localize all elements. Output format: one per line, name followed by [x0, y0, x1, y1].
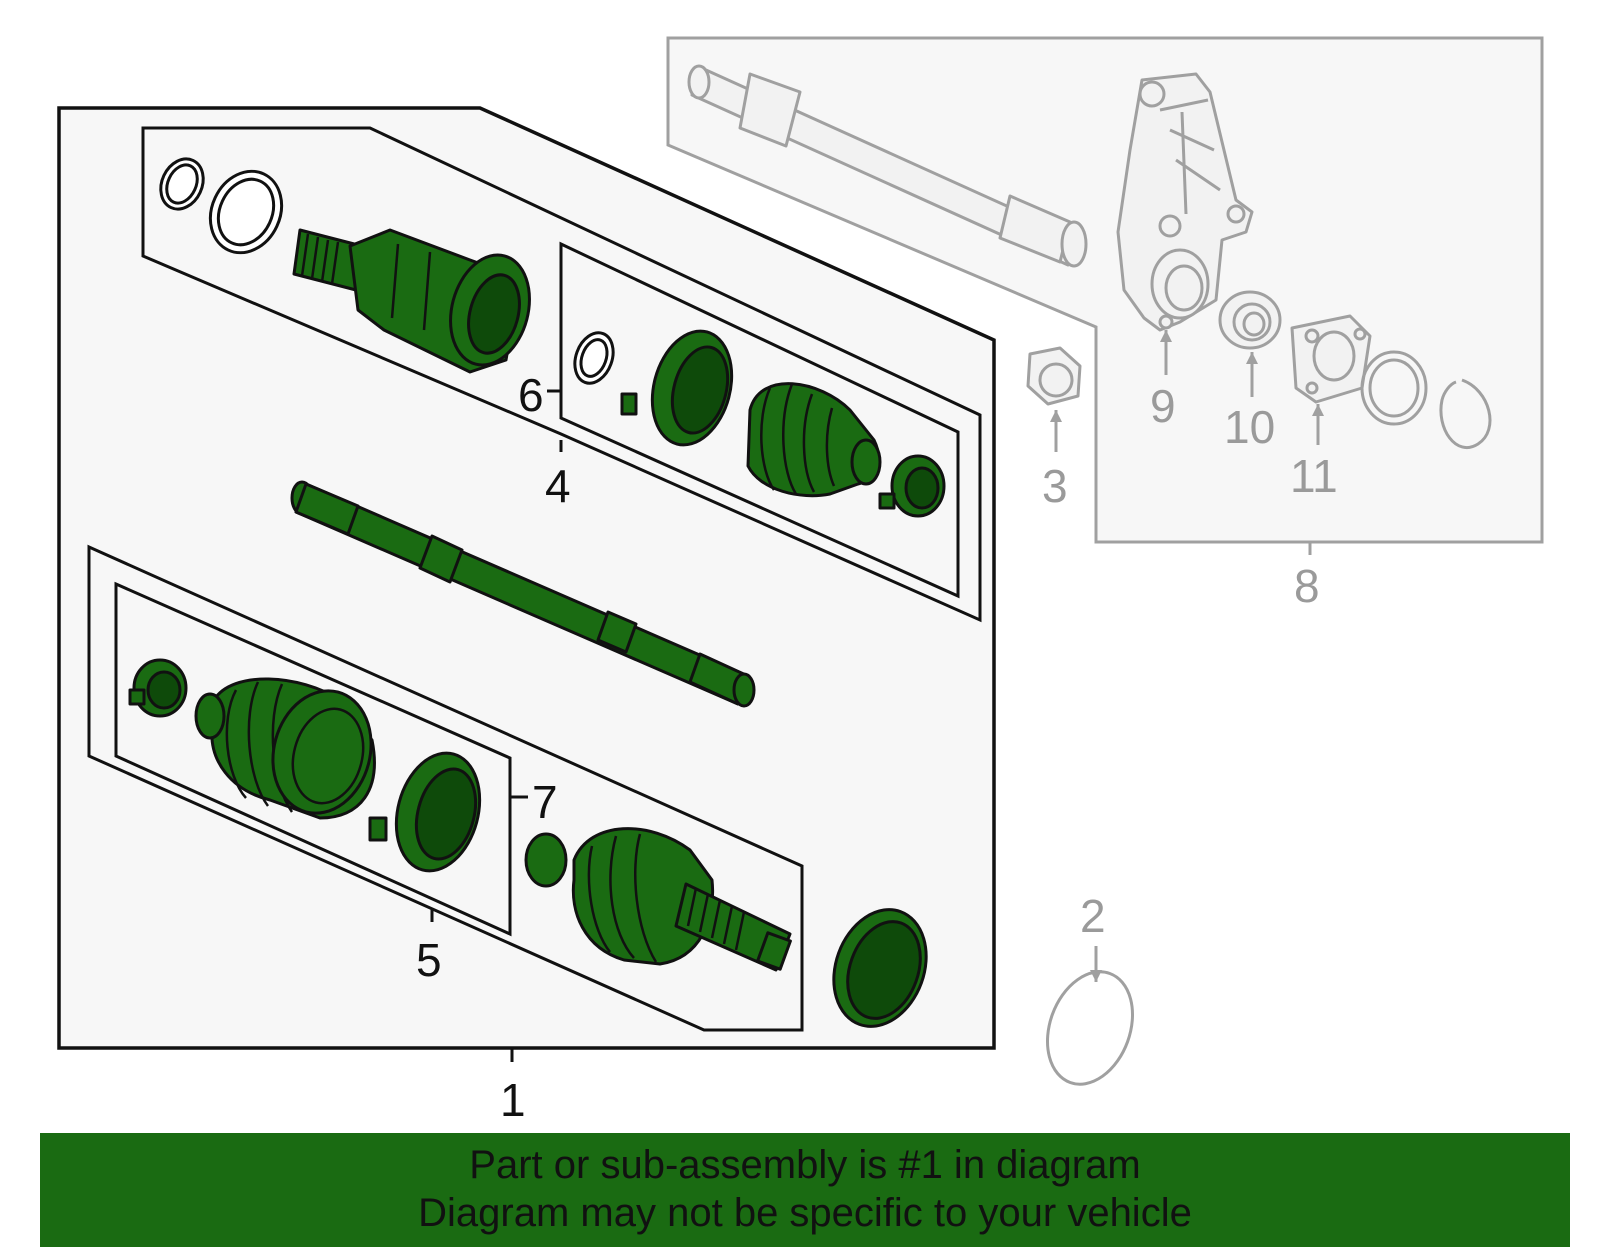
banner-line-2: Diagram may not be specific to your vehi…	[418, 1191, 1192, 1235]
callout-2: 2	[1080, 890, 1106, 942]
banner-line-1: Part or sub-assembly is #1 in diagram	[469, 1143, 1141, 1187]
steering-knuckle	[1116, 72, 1254, 332]
wheel-bearing	[1218, 290, 1282, 350]
axle-shaft	[290, 480, 756, 708]
callout-11: 11	[1290, 450, 1338, 502]
banner-background	[40, 1133, 1570, 1247]
info-banner: Part or sub-assembly is #1 in diagram Di…	[40, 1133, 1570, 1247]
boot-kit-inner	[573, 329, 946, 518]
knuckle-assembly-panel	[666, 36, 1544, 555]
callout-5: 5	[416, 934, 442, 986]
splash-shield	[1290, 314, 1372, 404]
small-seal-rings	[159, 157, 284, 255]
outer-seal	[832, 908, 928, 1028]
callout-9: 9	[1150, 380, 1176, 432]
axle-assembly-panel	[57, 106, 996, 1062]
o-ring	[1045, 946, 1135, 1086]
callout-8: 8	[1294, 560, 1320, 612]
callout-7: 7	[532, 776, 558, 828]
outer-cv-joint	[524, 827, 792, 972]
callout-10: 10	[1224, 401, 1275, 453]
snap-ring	[1439, 378, 1492, 449]
axle-nut	[1026, 346, 1082, 452]
intermediate-shaft	[687, 64, 1088, 268]
boot-kit-outer	[128, 658, 482, 873]
seal-ring	[1360, 350, 1428, 426]
callout-3: 3	[1042, 460, 1068, 512]
callout-1: 1	[500, 1074, 526, 1126]
callout-6: 6	[518, 369, 544, 421]
inner-cv-joint	[292, 228, 531, 374]
callout-4: 4	[545, 460, 571, 512]
